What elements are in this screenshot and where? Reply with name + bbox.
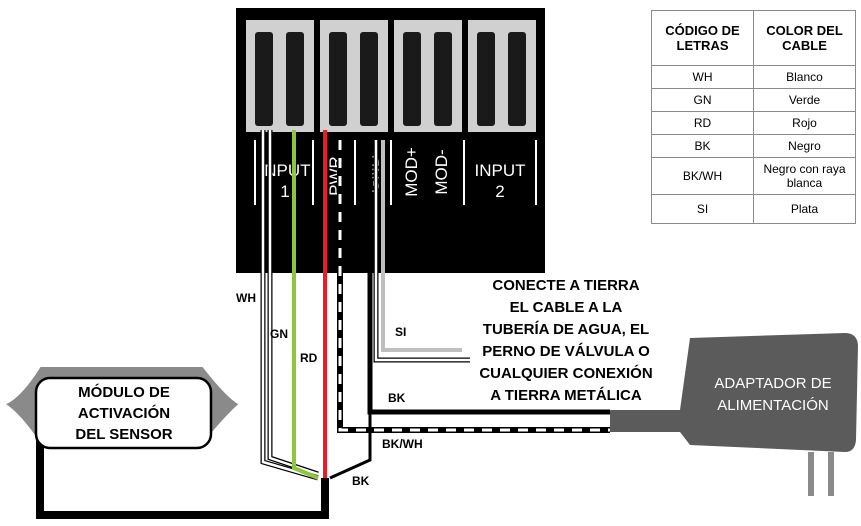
legend-row: WH Blanco <box>651 65 856 89</box>
wire-label-bkwh: BK/WH <box>382 437 423 451</box>
wire-bk-module <box>36 440 329 519</box>
ground-note: CONECTE A TIERRA EL CABLE A LA TUBERÍA D… <box>479 277 652 404</box>
legend-color: Rojo <box>753 111 856 135</box>
ground-note-line-1: CONECTE A TIERRA <box>492 277 639 294</box>
terminal-label-input2-number: 2 <box>495 182 504 201</box>
sensor-module-label-1: MÓDULO DE <box>78 383 170 401</box>
terminal-label-input1: INPUT <box>260 161 311 180</box>
power-wires <box>337 140 610 433</box>
wire-gn <box>292 130 319 480</box>
adapter-label-2: ALIMENTACIÓN <box>717 397 828 414</box>
legend-row: GN Verde <box>651 88 856 112</box>
legend-color: Negro <box>753 134 856 158</box>
legend-header-code: CÓDIGO DE LETRAS <box>651 10 754 66</box>
adapter-label-1: ADAPTADOR DE <box>714 375 831 392</box>
sensor-module: MÓDULO DE ACTIVACIÓN DEL SENSOR <box>1 365 242 450</box>
legend-row: BK/WH Negro con raya blanca <box>651 157 856 195</box>
wire-bk-adapter <box>367 140 610 415</box>
wire-label-bk-module: BK <box>352 474 370 488</box>
ground-note-line-4: PERNO DE VÁLVULA O <box>482 343 650 360</box>
legend-color: Plata <box>753 194 856 224</box>
legend-code: WH <box>651 65 754 89</box>
legend-code: SI <box>651 194 754 224</box>
legend-color: Negro con raya blanca <box>753 157 856 195</box>
legend-header-color: COLOR DEL CABLE <box>753 10 856 66</box>
terminal-label-mod-minus: MOD- <box>432 149 451 194</box>
wire-label-wh: WH <box>236 291 256 305</box>
sensor-module-label-3: DEL SENSOR <box>75 426 172 443</box>
power-adapter: ADAPTADOR DE ALIMENTACIÓN <box>610 333 858 496</box>
wire-label-si: SI <box>395 325 406 339</box>
sensor-module-label-2: ACTIVACIÓN <box>78 404 170 422</box>
ground-note-line-2: EL CABLE A LA <box>510 299 623 316</box>
legend-code: GN <box>651 88 754 112</box>
legend-color: Verde <box>753 88 856 112</box>
legend-code: BK/WH <box>651 157 754 195</box>
wire-label-bk-adapter: BK <box>388 391 406 405</box>
ground-note-line-3: TUBERÍA DE AGUA, EL <box>483 321 649 338</box>
adapter-body <box>610 333 858 452</box>
sensor-module-label-box <box>34 376 213 450</box>
wire-si <box>381 140 462 352</box>
legend-code: RD <box>651 111 754 135</box>
ground-note-line-6: A TIERRA METÁLICA <box>490 387 642 404</box>
terminal-label-mod-plus: MOD+ <box>402 147 421 197</box>
terminal-label-input2: INPUT <box>475 161 526 180</box>
wire-label-rd: RD <box>300 351 318 365</box>
legend-row: SI Plata <box>651 194 856 224</box>
wire-color-legend: CÓDIGO DE LETRAS COLOR DEL CABLE WH Blan… <box>651 10 856 224</box>
sensor-wires <box>36 130 372 519</box>
terminal-label-input1-number: 1 <box>280 182 289 201</box>
wire-label-gn: GN <box>270 327 288 341</box>
legend-row: RD Rojo <box>651 111 856 135</box>
legend-color: Blanco <box>753 65 856 89</box>
ground-note-line-5: CUALQUIER CONEXIÓN <box>479 364 652 382</box>
legend-row: BK Negro <box>651 134 856 158</box>
legend-code: BK <box>651 134 754 158</box>
terminal-block: INPUT 1 PWR GND MOD+ MOD- INPUT 2 <box>236 8 545 273</box>
